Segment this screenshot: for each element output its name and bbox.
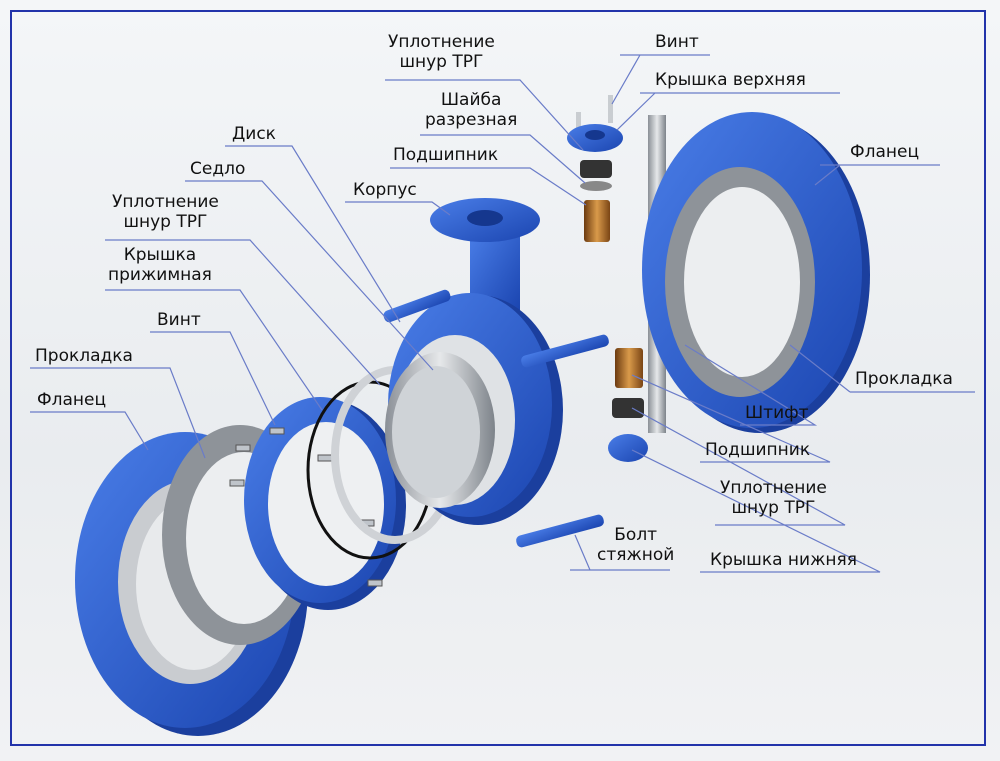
label-seat: Седло: [190, 159, 246, 179]
label-body: Корпус: [353, 180, 417, 200]
right-flange: [642, 112, 870, 433]
label-flange-left: Фланец: [37, 390, 107, 410]
label-line: Уплотнение: [720, 478, 827, 498]
bottom-parts: [608, 348, 648, 462]
label-bearing-top: Подшипник: [393, 145, 499, 165]
label-line: шнур ТРГ: [123, 212, 208, 232]
label-cover-bottom: Крышка нижняя: [710, 550, 857, 570]
label-line: Болт: [614, 525, 658, 545]
label-line: Уплотнение: [112, 192, 219, 212]
label-flange-right: Фланец: [850, 142, 920, 162]
label-line: Крышка: [123, 245, 197, 265]
label-gasket-left: Прокладка: [35, 346, 133, 366]
label-line: Уплотнение: [388, 32, 495, 52]
label-bearing-bottom: Подшипник: [705, 440, 811, 460]
label-line: шнур ТРГ: [399, 52, 484, 72]
image-frame: [10, 10, 986, 746]
label-screw-left: Винт: [157, 310, 201, 330]
label-gasket-right: Прокладка: [855, 369, 953, 389]
label-line: прижимная: [108, 265, 212, 285]
label-disc: Диск: [232, 124, 276, 144]
disc: [385, 352, 495, 508]
label-pin: Штифт: [745, 403, 809, 423]
leader-lines: [30, 54, 975, 573]
top-parts: [567, 95, 623, 242]
label-line: шнур ТРГ: [731, 498, 816, 518]
label-screw-top: Винт: [655, 32, 699, 52]
label-line: Шайба: [440, 90, 502, 110]
label-line: стяжной: [597, 545, 675, 565]
label-cover-top: Крышка верхняя: [655, 70, 806, 90]
label-line: разрезная: [425, 110, 518, 130]
